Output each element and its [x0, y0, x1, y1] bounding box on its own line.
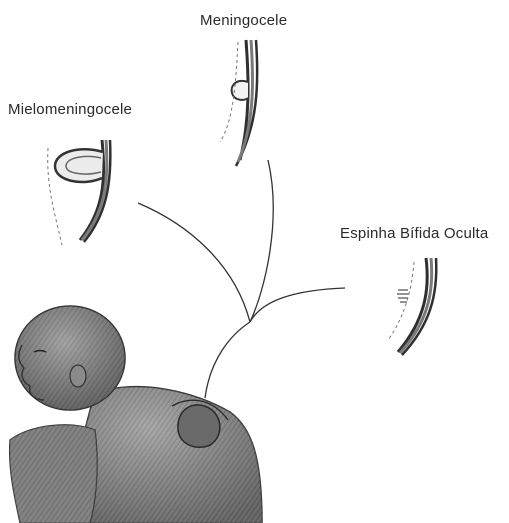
- espinha-bifida-oculta-drawing: [388, 258, 436, 355]
- baby-illustration: [10, 306, 262, 523]
- label-meningocele: Meningocele: [200, 12, 287, 29]
- meningocele-drawing: [220, 40, 257, 166]
- label-mielomeningocele: Mielomeningocele: [8, 101, 132, 118]
- sac-lesion-icon: [178, 405, 220, 447]
- label-espinha-bifida-oculta: Espinha Bífida Oculta: [340, 225, 488, 242]
- mielomeningocele-drawing: [48, 140, 111, 245]
- connector-lines: [138, 160, 345, 398]
